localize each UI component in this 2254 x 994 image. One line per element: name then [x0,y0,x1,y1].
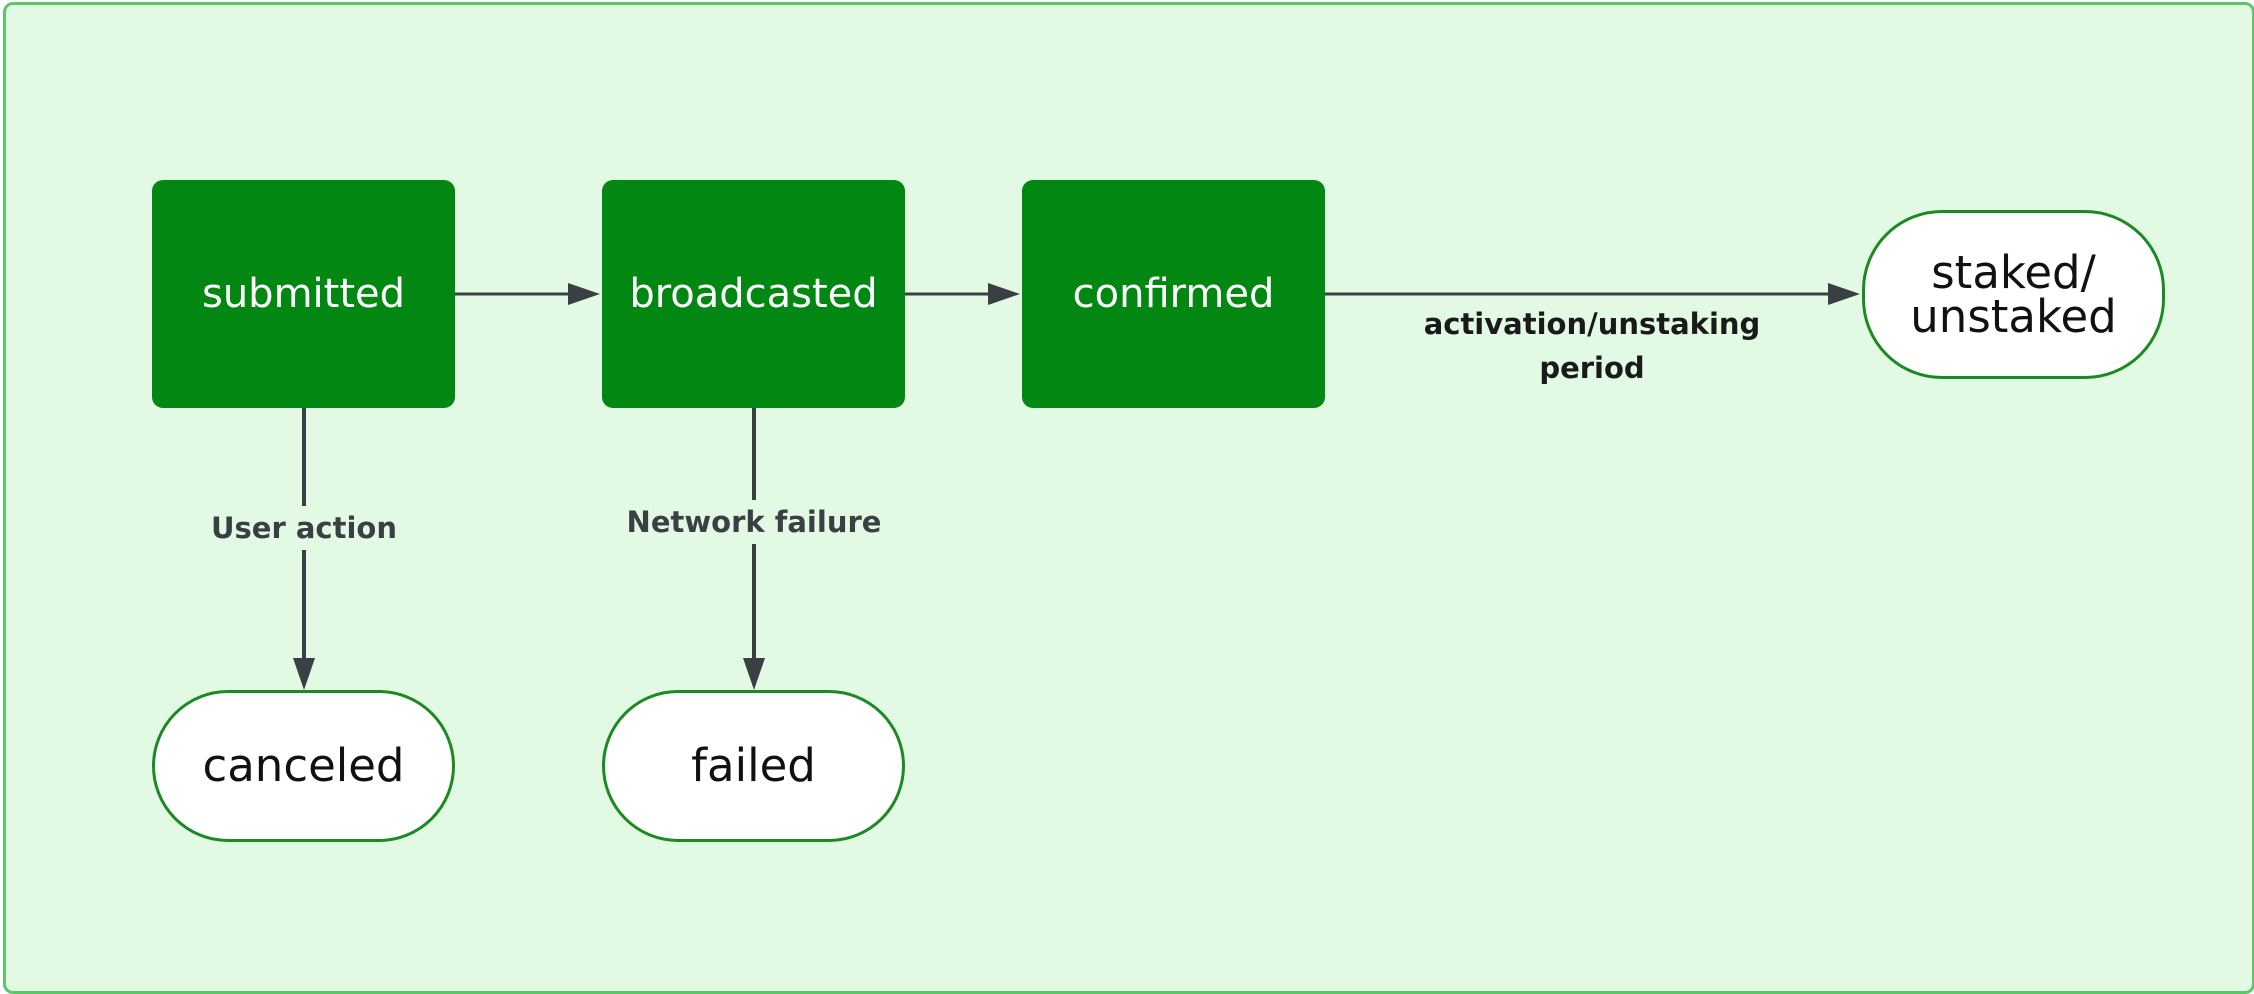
state-submitted-label: submitted [201,271,406,317]
state-staked-label-line2: unstaked [1910,289,2117,343]
state-broadcasted: broadcasted [602,180,905,408]
arrowhead-icon [743,658,765,690]
state-broadcasted-label: broadcasted [629,271,878,317]
arrowhead-icon [988,283,1020,305]
edge-label-activation-line2: period [1539,351,1645,385]
edge-label-user-action-text: User action [210,511,397,545]
state-submitted: submitted [152,180,455,408]
arrowhead-icon [568,283,600,305]
state-canceled: canceled [152,690,455,842]
edge-label-activation-line1: activation/unstaking [1423,307,1761,341]
state-staked-unstaked: staked/ unstaked [1862,210,2165,379]
edge-label-network-failure: Network failure [624,500,884,544]
state-confirmed-label: confirmed [1072,271,1275,317]
state-staked-label-line1: staked/ [1931,245,2096,299]
arrowhead-icon [293,658,315,690]
arrowhead-icon [1828,283,1860,305]
edge-label-network-failure-text: Network failure [626,505,882,539]
state-canceled-label: canceled [202,739,405,792]
state-confirmed: confirmed [1022,180,1325,408]
state-failed-label: failed [691,739,816,792]
state-failed: failed [602,690,905,842]
edge-label-activation-period: activation/unstaking period [1412,302,1772,390]
edge-label-user-action: User action [204,506,404,550]
